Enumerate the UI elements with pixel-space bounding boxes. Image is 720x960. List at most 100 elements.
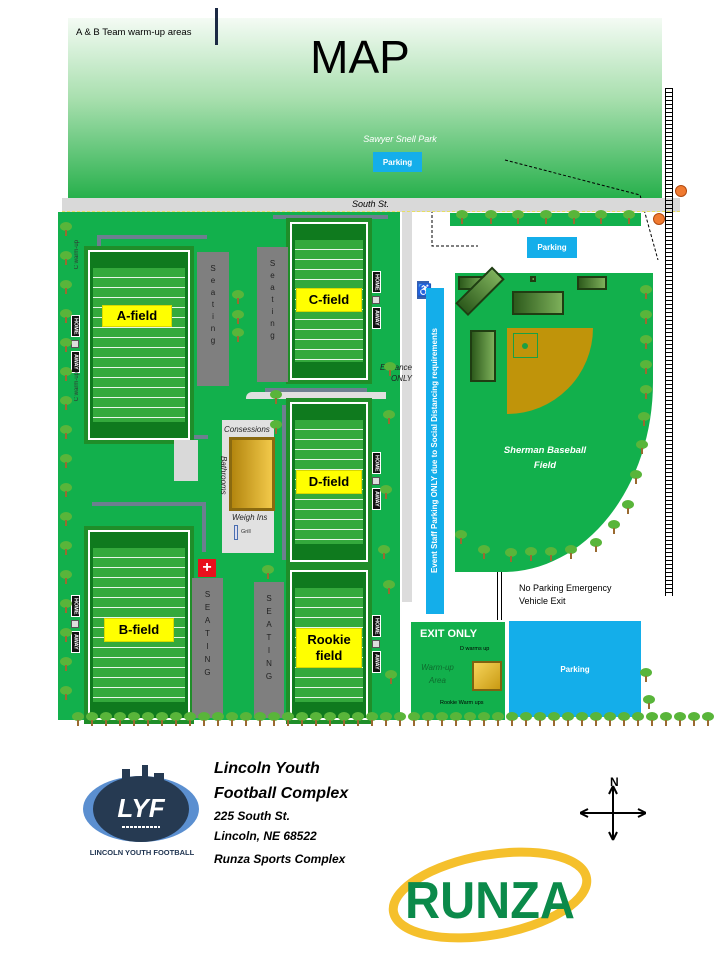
tree-icon xyxy=(100,712,112,726)
seating-label: SEATING xyxy=(203,590,212,681)
tree-icon xyxy=(60,628,72,642)
tree-icon xyxy=(492,712,504,726)
tree-icon xyxy=(60,483,72,497)
walkway xyxy=(282,405,286,560)
tree-icon xyxy=(156,712,168,726)
away-sign: AWAY xyxy=(71,351,80,373)
tree-icon xyxy=(450,712,462,726)
entrance-road xyxy=(402,212,412,602)
d-warmup-label: D warms up xyxy=(460,646,490,652)
tree-icon xyxy=(383,580,395,594)
parking-top: Parking xyxy=(527,237,577,258)
tree-icon xyxy=(660,712,672,726)
sherman-baseball-field xyxy=(455,273,653,572)
north-arrow-icon xyxy=(215,8,218,45)
tree-icon xyxy=(254,712,266,726)
scoreboard-icon xyxy=(71,340,79,348)
concessions-building xyxy=(229,437,275,511)
home-sign: HOME xyxy=(372,271,381,293)
sponsor-line: Runza Sports Complex xyxy=(214,852,346,866)
south-street xyxy=(62,198,680,212)
walkway xyxy=(97,235,207,239)
tree-icon xyxy=(282,712,294,726)
away-sign: AWAY xyxy=(71,631,80,653)
walkway xyxy=(202,502,206,552)
entrance-walkway xyxy=(246,392,386,399)
tree-icon xyxy=(512,210,524,224)
tree-icon xyxy=(548,712,560,726)
grill-label: Grill xyxy=(241,529,251,535)
lyf-logo: LYF xyxy=(83,765,199,842)
tree-icon xyxy=(60,396,72,410)
storage-area xyxy=(174,440,198,481)
home-sign: HOME xyxy=(71,595,80,617)
tree-icon xyxy=(380,485,392,499)
complex-name-line-1: Lincoln Youth xyxy=(214,760,320,777)
tree-icon xyxy=(60,280,72,294)
tree-icon xyxy=(324,712,336,726)
basketball-icon xyxy=(675,185,687,197)
tree-icon xyxy=(485,210,497,224)
tree-icon xyxy=(568,210,580,224)
away-sign: AWAY xyxy=(372,651,381,673)
lyf-logo-text: LYF xyxy=(117,793,165,823)
football-field xyxy=(84,246,194,444)
tree-icon xyxy=(632,712,644,726)
tree-icon xyxy=(618,712,630,726)
emergency-gate xyxy=(497,572,502,620)
field-label: A-field xyxy=(102,305,172,327)
pitchers-mound xyxy=(522,343,528,349)
tree-icon xyxy=(226,712,238,726)
walkway xyxy=(273,215,388,219)
tree-icon xyxy=(640,335,652,349)
seating-label: Seating xyxy=(268,259,277,343)
field-label: D-field xyxy=(296,470,362,494)
tree-icon xyxy=(296,712,308,726)
tree-icon xyxy=(310,712,322,726)
tree-icon xyxy=(455,530,467,544)
scoreboard-icon xyxy=(372,640,380,648)
tree-icon xyxy=(72,712,84,726)
tree-icon xyxy=(198,712,210,726)
tree-icon xyxy=(142,712,154,726)
dugout xyxy=(577,276,607,290)
tree-icon xyxy=(506,712,518,726)
tree-icon xyxy=(505,548,517,562)
field-yard-lines xyxy=(93,268,185,422)
tree-icon xyxy=(565,545,577,559)
tree-icon xyxy=(590,712,602,726)
tree-icon xyxy=(576,712,588,726)
tree-icon xyxy=(525,547,537,561)
tree-icon xyxy=(380,712,392,726)
weigh-ins-label: Weigh Ins xyxy=(232,513,268,522)
field-label: Rookie field xyxy=(296,628,362,668)
tree-icon xyxy=(60,222,72,236)
lyf-subtitle: LINCOLN YOUTH FOOTBALL xyxy=(89,848,195,857)
warmup-shelter xyxy=(472,661,502,691)
seating-label: Seating xyxy=(208,264,218,348)
railroad xyxy=(665,88,673,596)
tree-icon xyxy=(540,210,552,224)
tree-icon xyxy=(366,712,378,726)
tree-icon xyxy=(60,512,72,526)
seating-rookie: SEATING xyxy=(254,582,284,718)
tree-icon xyxy=(608,520,620,534)
warmup-note: A & B Team warm-up areas xyxy=(76,27,192,38)
walkway xyxy=(97,235,101,249)
tree-icon xyxy=(422,712,434,726)
first-aid-icon: + xyxy=(198,559,216,577)
away-sign: AWAY xyxy=(372,307,381,329)
runza-logo: RUNZA xyxy=(388,847,592,943)
tree-icon xyxy=(270,390,282,404)
tree-icon xyxy=(636,440,648,454)
tree-icon xyxy=(385,670,397,684)
press-box xyxy=(530,276,536,282)
tree-icon xyxy=(383,410,395,424)
tree-icon xyxy=(384,362,396,376)
tree-icon xyxy=(640,668,652,682)
complex-title: Lincoln Youth Football Complex 225 South… xyxy=(214,756,348,872)
field-label: C-field xyxy=(296,288,362,312)
tree-icon xyxy=(338,712,350,726)
basketball-icon xyxy=(653,213,665,225)
home-sign: HOME xyxy=(71,315,80,337)
